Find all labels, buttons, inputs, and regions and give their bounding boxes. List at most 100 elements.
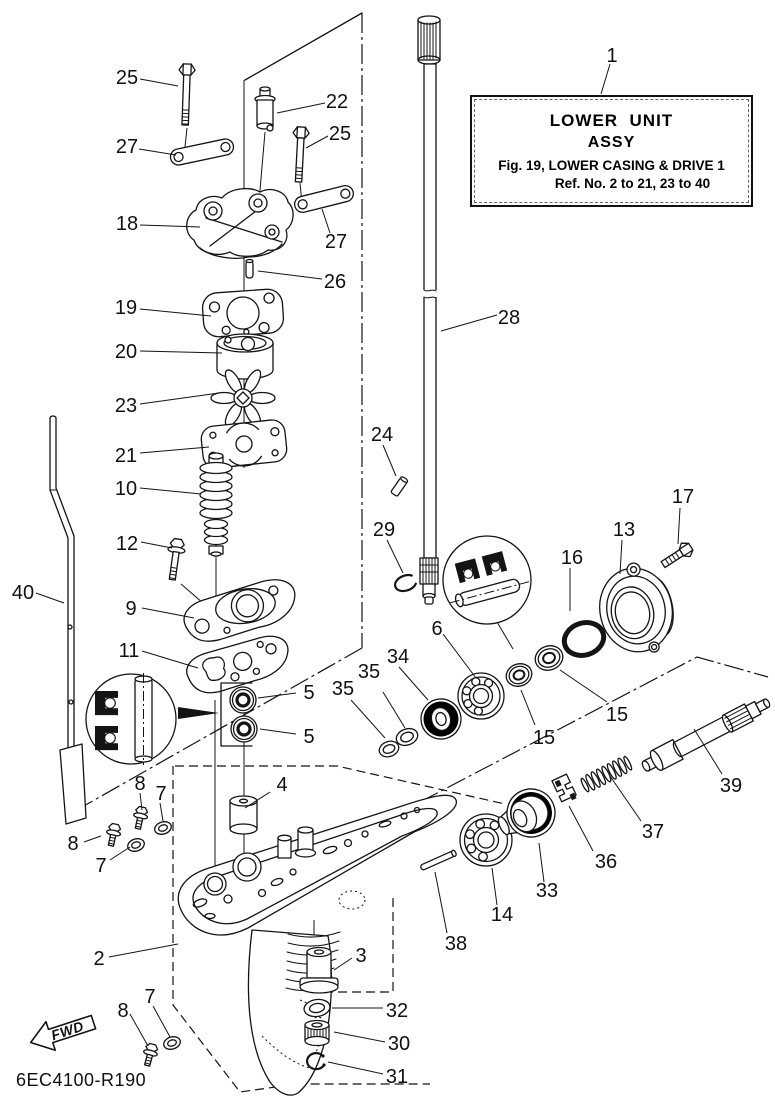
callout-7-a: 7 — [155, 783, 166, 805]
title-line-3: Fig. 19, LOWER CASING & DRIVE 1 — [498, 158, 725, 173]
callout-2: 2 — [93, 948, 104, 970]
part-7-washer-c — [163, 1036, 181, 1050]
callout-7-c: 7 — [144, 986, 155, 1008]
part-30-pinion — [304, 1019, 330, 1047]
callout-28: 28 — [498, 307, 520, 329]
title-line-2: ASSY — [587, 134, 636, 151]
fwd-arrow: FWD — [29, 1014, 97, 1052]
part-34-pinion-gear — [420, 698, 462, 740]
part-7-washer-b — [127, 838, 145, 852]
part-31-clip — [306, 1052, 326, 1071]
callout-34: 34 — [387, 646, 409, 668]
part-33-forward-gear — [497, 788, 556, 838]
callout-21: 21 — [115, 445, 137, 467]
magnifier-inset-b — [442, 535, 532, 625]
part-25-bolt-a — [178, 63, 196, 126]
part-19-gasket — [201, 288, 285, 338]
callout-8-c: 8 — [117, 1000, 128, 1022]
part-35-shim-upper — [395, 727, 419, 747]
callout-35-upper: 35 — [358, 661, 380, 683]
title-block: LOWER UNIT ASSY Fig. 19, LOWER CASING & … — [470, 95, 753, 207]
part-18-bracket — [186, 187, 294, 259]
part-16-o-ring — [561, 620, 607, 658]
callout-23: 23 — [115, 395, 137, 417]
part-32-washer — [303, 998, 331, 1018]
part-25-bolt-b — [292, 126, 310, 183]
callout-27-left: 27 — [116, 136, 138, 158]
part-10-sleeve — [199, 452, 233, 557]
callout-10: 10 — [115, 478, 137, 500]
callout-18: 18 — [116, 213, 138, 235]
callout-25-upper-right: 25 — [329, 123, 351, 145]
part-29-clip — [394, 574, 417, 593]
callout-26: 26 — [324, 271, 346, 293]
part-36-shift-slider — [551, 773, 577, 803]
part-23-impeller — [210, 369, 276, 427]
callout-3: 3 — [355, 945, 366, 967]
part-27-link-right — [294, 185, 354, 213]
callout-36: 36 — [595, 851, 617, 873]
part-6-bearing — [457, 672, 505, 720]
callout-40: 40 — [12, 582, 34, 604]
callout-1: 1 — [606, 45, 617, 67]
part-27-link-left — [169, 138, 235, 166]
callout-30: 30 — [388, 1033, 410, 1055]
part-22-fitting — [254, 86, 276, 132]
callout-29: 29 — [373, 519, 395, 541]
magnifier-pointer-a — [178, 707, 219, 719]
callout-24: 24 — [371, 424, 393, 446]
part-12-bolt — [167, 537, 186, 581]
part-24-pin — [390, 476, 409, 497]
leader-lines — [35, 63, 723, 1075]
part-38-pin — [420, 849, 457, 871]
callout-5-lower: 5 — [303, 726, 314, 748]
part-14-bearing — [459, 813, 513, 867]
callout-12: 12 — [116, 533, 138, 555]
title-block-inner: LOWER UNIT ASSY Fig. 19, LOWER CASING & … — [474, 99, 749, 203]
callout-25-upper-left: 25 — [116, 67, 138, 89]
title-line-1: LOWER UNIT — [549, 111, 674, 130]
callout-38: 38 — [445, 933, 467, 955]
part-7-washer-a — [154, 821, 172, 835]
callout-13: 13 — [613, 519, 635, 541]
part-4-damper — [229, 795, 258, 835]
part-17-bolt — [660, 542, 694, 569]
callout-37: 37 — [642, 821, 664, 843]
callout-14: 14 — [491, 904, 513, 926]
part-15-seal-b — [534, 645, 564, 671]
part-15-seal-a — [505, 663, 533, 687]
part-3-bushing — [299, 946, 339, 994]
callout-19: 19 — [115, 297, 137, 319]
fwd-arrow-label: FWD — [49, 1018, 86, 1044]
callout-33: 33 — [536, 880, 558, 902]
callout-20: 20 — [115, 341, 137, 363]
callout-15-right: 15 — [606, 704, 628, 726]
callout-17: 17 — [672, 486, 694, 508]
callout-31: 31 — [386, 1066, 408, 1088]
callout-15-left: 15 — [533, 727, 555, 749]
callout-6: 6 — [431, 618, 442, 640]
callout-16: 16 — [561, 547, 583, 569]
part-11-gasket — [186, 635, 289, 694]
part-8-bolt-b — [106, 822, 122, 847]
callout-7-b: 7 — [95, 855, 106, 877]
part-9-seal-housing — [183, 579, 296, 642]
callout-9: 9 — [125, 598, 136, 620]
callout-8-b: 8 — [67, 833, 78, 855]
callout-35-lower: 35 — [332, 678, 354, 700]
callout-8-a: 8 — [134, 773, 145, 795]
callout-32: 32 — [386, 1000, 408, 1022]
callout-4: 4 — [276, 774, 287, 796]
part-5-seal-stack — [220, 682, 258, 747]
part-26-pin — [245, 258, 254, 279]
part-8-bolt-a — [133, 805, 149, 830]
drawing-code: 6EC4100-R190 — [16, 1070, 146, 1090]
part-2-lower-casing — [177, 794, 457, 1096]
part-39-propeller-shaft — [641, 698, 771, 772]
callout-5-upper: 5 — [303, 682, 314, 704]
part-8-bolt-c — [143, 1042, 159, 1067]
callout-11: 11 — [119, 640, 140, 662]
magnifier-inset-a — [85, 673, 177, 765]
part-35-shim-lower — [378, 740, 400, 758]
